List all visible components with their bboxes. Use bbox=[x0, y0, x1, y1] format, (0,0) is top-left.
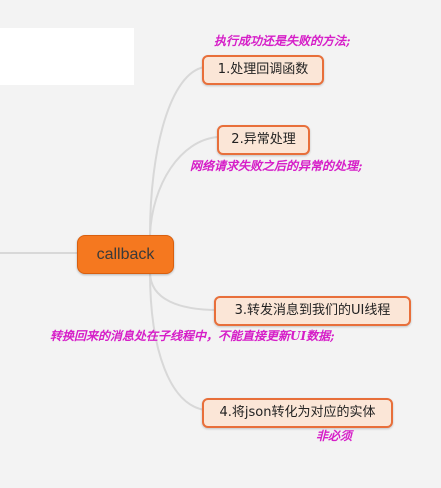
note-node-2: 网络请求失败之后的异常的处理; bbox=[190, 159, 363, 173]
note-node-3: 转换回来的消息处在子线程中，不能直接更新UI数据; bbox=[50, 329, 335, 343]
note-node-4: 非必须 bbox=[316, 429, 353, 443]
node-1-handle-callback[interactable]: 1.处理回调函数 bbox=[202, 55, 324, 85]
background-panel bbox=[0, 28, 134, 85]
node-2-exception-handling[interactable]: 2.异常处理 bbox=[217, 125, 310, 155]
node-3-forward-to-ui-thread[interactable]: 3.转发消息到我们的UI线程 bbox=[214, 296, 411, 326]
root-node-callback[interactable]: callback bbox=[77, 235, 174, 274]
connector-node-3 bbox=[149, 271, 219, 311]
connector-node-4 bbox=[149, 271, 206, 411]
note-node-1: 执行成功还是失败的方法; bbox=[214, 34, 351, 48]
connector-node-1 bbox=[149, 66, 206, 236]
connector-node-2 bbox=[149, 136, 219, 236]
node-4-json-to-entity[interactable]: 4.将json转化为对应的实体 bbox=[202, 398, 393, 428]
